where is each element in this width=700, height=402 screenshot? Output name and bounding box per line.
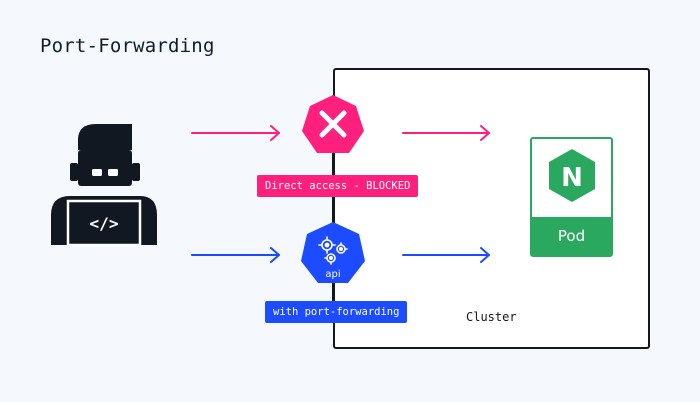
blocked-arrows xyxy=(191,125,490,141)
terminal-glyph: </> xyxy=(90,214,119,233)
kubernetes-api-icon: api xyxy=(301,222,365,283)
blocked-x-icon xyxy=(302,95,364,153)
nginx-logo-icon: N xyxy=(549,149,595,202)
developer-icon: </> xyxy=(51,124,157,247)
cluster-label: Cluster xyxy=(466,310,517,324)
pod-box: N Pod xyxy=(530,137,613,257)
diagram-title: Port-Forwarding xyxy=(40,35,215,57)
port-forwarding-tag: with port-forwarding xyxy=(265,301,408,323)
pod-logo-letter: N xyxy=(561,163,583,193)
api-label: api xyxy=(325,269,340,280)
pf-arrows xyxy=(191,247,490,263)
pod-label: Pod xyxy=(532,217,611,255)
blocked-tag: Direct access - BLOCKED xyxy=(257,175,419,197)
